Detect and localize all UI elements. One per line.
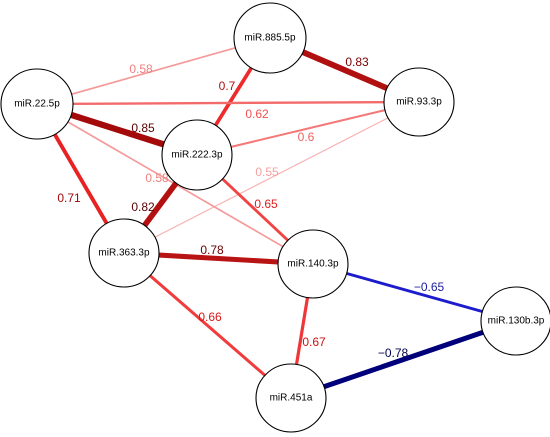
edge-label-mir-363-3p-mir-140-3p: 0.78 xyxy=(200,243,224,257)
node-mir-22-5p: miR.22.5p xyxy=(0,68,74,140)
edge-mir-22-5p-mir-885-5p xyxy=(36,37,271,105)
edge-label-layer: 0.58 0.83 0.7 0.62 0.85 0.6 0.55 0.58 0.71 0.82 0.… xyxy=(57,55,444,360)
edge-mir-22-5p-mir-93-3p xyxy=(36,100,420,106)
edge-label-mir-222-3p-mir-363-3p: 0.82 xyxy=(131,200,155,214)
node-label: miR.885.5p xyxy=(244,33,296,44)
node-label: miR.222.3p xyxy=(171,150,223,161)
edge-label-mir-222-3p-mir-140-3p: 0.65 xyxy=(254,197,278,211)
node-mir-451a: miR.451a xyxy=(255,363,327,433)
node-circle xyxy=(161,119,233,191)
node-mir-885-5p: miR.885.5p xyxy=(233,2,307,74)
edge-label-mir-451a-mir-130b-3p: −0.78 xyxy=(378,346,409,360)
node-circle xyxy=(480,286,550,356)
node-label: miR.22.5p xyxy=(14,99,60,110)
node-circle xyxy=(383,67,455,137)
edge-label-mir-363-3p-mir-93-3p: 0.55 xyxy=(255,165,279,179)
node-label: miR.130b.3p xyxy=(488,316,545,327)
edge-label-mir-22-5p-mir-222-3p: 0.85 xyxy=(131,121,155,135)
edge-label-mir-22-5p-mir-93-3p: 0.62 xyxy=(245,107,269,121)
edge-mir-363-3p-mir-451a xyxy=(123,251,292,400)
node-circle xyxy=(88,218,160,288)
edge-label-mir-140-3p-mir-130b-3p: −0.65 xyxy=(414,280,445,294)
node-mir-363-3p: miR.363.3p xyxy=(88,218,160,288)
edge-label-mir-22-5p-mir-885-5p: 0.58 xyxy=(129,62,153,76)
edge-mir-363-3p-mir-93-3p xyxy=(123,101,420,254)
node-mir-130b-3p: miR.130b.3p xyxy=(480,286,550,356)
node-mir-93-3p: miR.93.3p xyxy=(383,67,455,137)
edge-mir-451a-mir-130b-3p xyxy=(290,318,517,401)
node-label: miR.451a xyxy=(270,393,313,404)
node-circle xyxy=(233,2,307,74)
edge-label-mir-363-3p-mir-451a: 0.66 xyxy=(198,310,222,324)
node-mir-140-3p: miR.140.3p xyxy=(277,229,349,299)
node-label: miR.363.3p xyxy=(98,248,150,259)
node-mir-222-3p: miR.222.3p xyxy=(161,119,233,191)
edge-label-mir-885-5p-mir-93-3p: 0.83 xyxy=(345,55,369,69)
edge-label-mir-140-3p-mir-451a: 0.67 xyxy=(302,335,326,349)
node-circle xyxy=(255,363,327,433)
node-label: miR.140.3p xyxy=(287,259,339,270)
edge-mir-222-3p-mir-93-3p xyxy=(196,101,420,156)
edge-label-mir-22-5p-mir-140-3p: 0.58 xyxy=(145,171,169,185)
edge-label-mir-22-5p-mir-363-3p: 0.71 xyxy=(57,191,81,205)
edge-label-mir-222-3p-mir-93-3p: 0.6 xyxy=(298,130,315,144)
edge-label-mir-885-5p-mir-222-3p: 0.7 xyxy=(219,79,236,93)
node-circle xyxy=(277,229,349,299)
node-label: miR.93.3p xyxy=(396,97,442,108)
node-circle xyxy=(0,68,74,140)
